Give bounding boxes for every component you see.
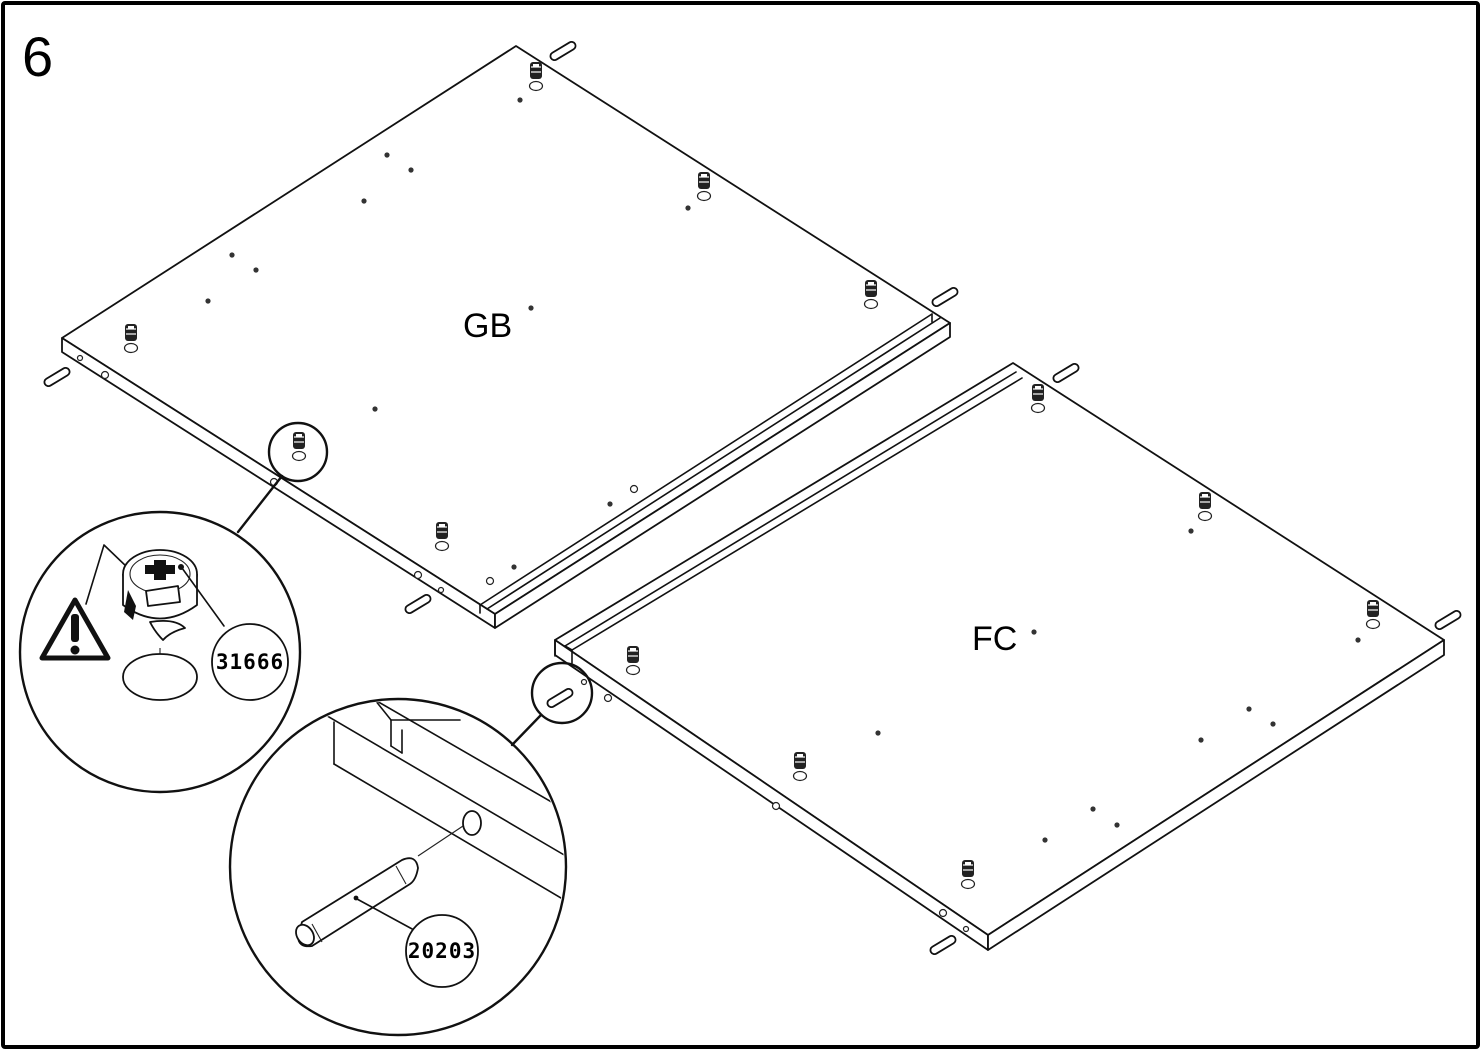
panel-gb-dowels <box>43 40 959 615</box>
dowel-code-badge <box>405 914 479 988</box>
dowel-icon <box>295 857 419 948</box>
cam-lock-code: 31666 <box>216 650 284 674</box>
panel-fc: FC <box>546 362 1462 956</box>
panel-fc-pilot-holes <box>875 528 1361 843</box>
cam-lock-hole <box>122 653 198 701</box>
panel-fc-dowels <box>546 362 1462 956</box>
cam-lock-detail-circle <box>18 510 302 794</box>
dowel-hole <box>462 810 482 836</box>
cam-lock-focus-ring <box>267 421 329 483</box>
cam-lock-icon <box>122 549 225 672</box>
panel-gb-pilot-holes <box>205 97 691 586</box>
cam-lock-callout: 31666 <box>18 421 329 794</box>
dowel-callout: 20203 <box>228 661 594 1037</box>
warning-triangle-icon <box>39 544 129 661</box>
cam-lock-code-badge <box>211 623 289 701</box>
panel-gb-side-edge <box>494 322 951 629</box>
panel-fc-label: FC <box>972 620 1017 658</box>
dowel-detail-circle <box>228 697 568 1037</box>
dowel-focus-ring <box>530 661 594 725</box>
dowel-code: 20203 <box>408 939 476 963</box>
panel-gb-label: GB <box>463 307 512 345</box>
step-number: 6 <box>22 25 53 88</box>
panel-fc-side-edge <box>987 639 1445 951</box>
panel-gb: GB <box>43 40 959 629</box>
